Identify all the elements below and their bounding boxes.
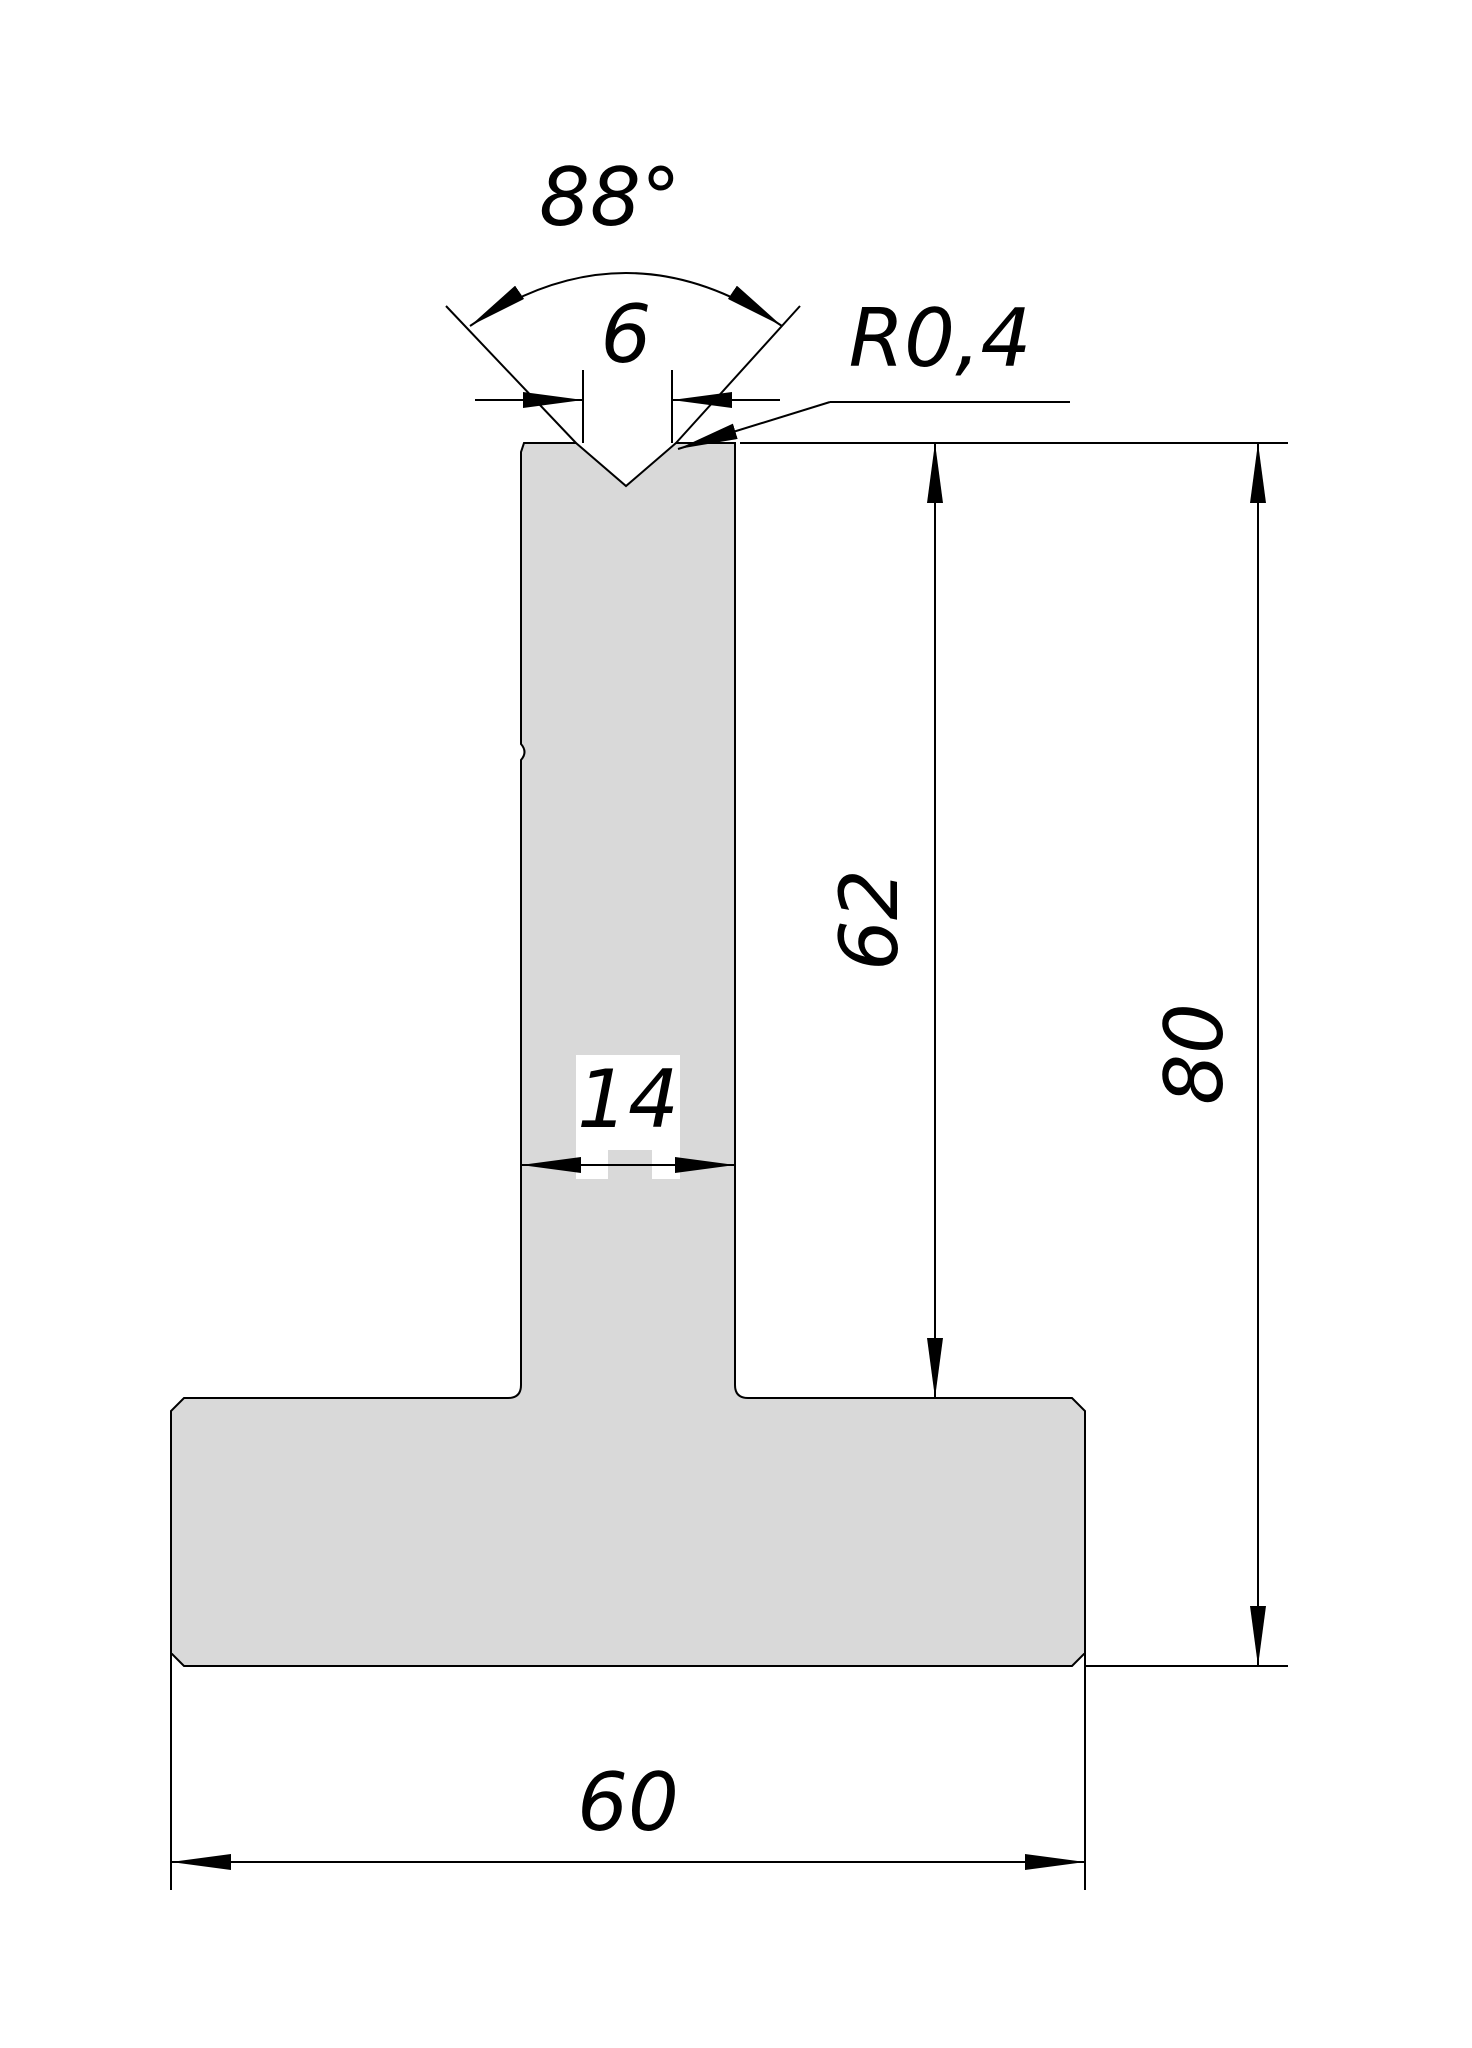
dimension-v-opening: 6	[475, 288, 780, 443]
die-profile	[170, 442, 1086, 1667]
label-web-width: 14	[577, 1053, 679, 1146]
label-total-height: 80	[1148, 1003, 1241, 1105]
dimension-total-height: 80	[740, 442, 1288, 1667]
label-working-height: 62	[823, 869, 916, 971]
dimension-angle: 88°	[445, 151, 801, 444]
label-base-width: 60	[577, 1756, 679, 1849]
dimension-web-width: 14	[521, 1053, 735, 1195]
label-radius: R0,4	[849, 292, 1032, 385]
dimension-radius: R0,4	[677, 292, 1070, 450]
dimension-base-width: 60	[170, 1653, 1086, 1890]
label-angle: 88°	[539, 151, 681, 244]
dimension-working-height: 62	[823, 443, 943, 1398]
label-v-opening: 6	[601, 288, 652, 381]
